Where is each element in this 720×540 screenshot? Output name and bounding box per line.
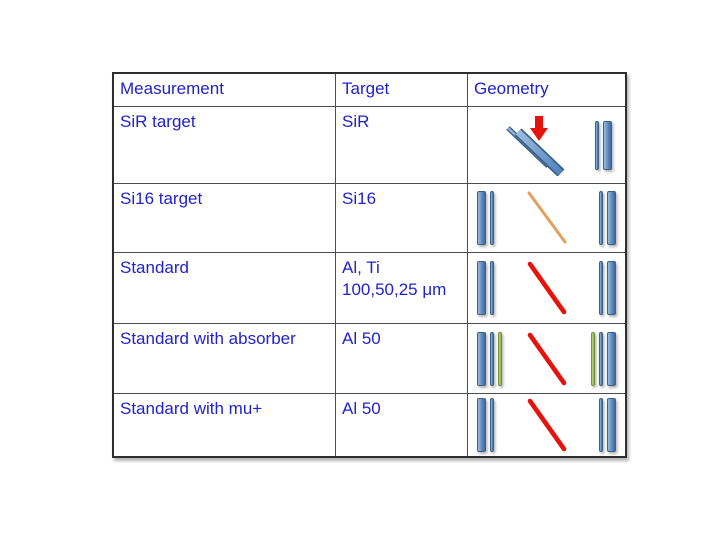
target-line1: Al, Ti — [342, 258, 380, 277]
absorber-bar-icon — [591, 331, 595, 386]
detector-bar-icon — [603, 120, 612, 170]
beam-down-arrow-icon — [530, 116, 548, 141]
target-cell: Si16 — [336, 184, 468, 253]
target-line2: 100,50,25 μm — [342, 280, 447, 300]
detector-bar-icon — [607, 331, 616, 386]
target-cell: SiR — [336, 107, 468, 184]
geometry-cell — [468, 394, 625, 456]
geometry-cell — [468, 107, 625, 184]
detector-bar-icon — [599, 331, 603, 386]
detector-pair-right — [595, 120, 612, 170]
beam-line-orange-icon — [527, 191, 566, 244]
detector-bar-icon — [599, 398, 603, 452]
detector-bar-icon — [607, 191, 616, 245]
target-cell: Al, Ti 100,50,25 μm — [336, 253, 468, 324]
detector-pair-right — [599, 398, 616, 452]
tilted-detector-bars — [506, 126, 565, 176]
detector-bar-icon — [607, 398, 616, 452]
beam-line-red-icon — [527, 332, 566, 385]
detector-bar-icon — [599, 191, 603, 245]
geometry-cell — [468, 184, 625, 253]
header-geometry: Geometry — [468, 74, 625, 107]
measurement-cell: Standard — [114, 253, 336, 324]
header-measurement: Measurement — [114, 74, 336, 107]
measurement-cell: SiR target — [114, 107, 336, 184]
measurement-cell: Si16 target — [114, 184, 336, 253]
target-cell: Al 50 — [336, 394, 468, 456]
geometry-cell — [468, 324, 625, 394]
detector-bar-icon — [477, 398, 486, 452]
detector-bar-icon — [595, 120, 599, 170]
detector-pair-left — [477, 398, 494, 452]
measurement-cell: Standard with absorber — [114, 324, 336, 394]
geometry-cell — [468, 253, 625, 324]
beam-line-red-icon — [527, 398, 566, 452]
detector-bar-icon — [490, 331, 494, 386]
absorber-bar-icon — [498, 331, 502, 386]
detector-bar-icon — [607, 261, 616, 315]
detector-absorber-group-right — [591, 331, 616, 386]
detector-pair-left — [477, 261, 494, 315]
detector-bar-icon — [477, 191, 486, 245]
beam-line-red-icon — [527, 261, 566, 315]
measurement-cell: Standard with mu+ — [114, 394, 336, 456]
detector-bar-icon — [477, 331, 486, 386]
detector-bar-icon — [490, 191, 494, 245]
detector-pair-right — [599, 191, 616, 245]
target-cell: Al 50 — [336, 324, 468, 394]
detector-absorber-group-left — [477, 331, 502, 386]
detector-bar-icon — [490, 261, 494, 315]
detector-bar-icon — [599, 261, 603, 315]
detector-bar-icon — [490, 398, 494, 452]
detector-pair-right — [599, 261, 616, 315]
detector-pair-left — [477, 191, 494, 245]
measurement-table: Measurement Target Geometry SiR target S… — [112, 72, 627, 458]
header-target: Target — [336, 74, 468, 107]
detector-bar-icon — [477, 261, 486, 315]
tilted-target-with-arrow-icon — [506, 116, 565, 176]
